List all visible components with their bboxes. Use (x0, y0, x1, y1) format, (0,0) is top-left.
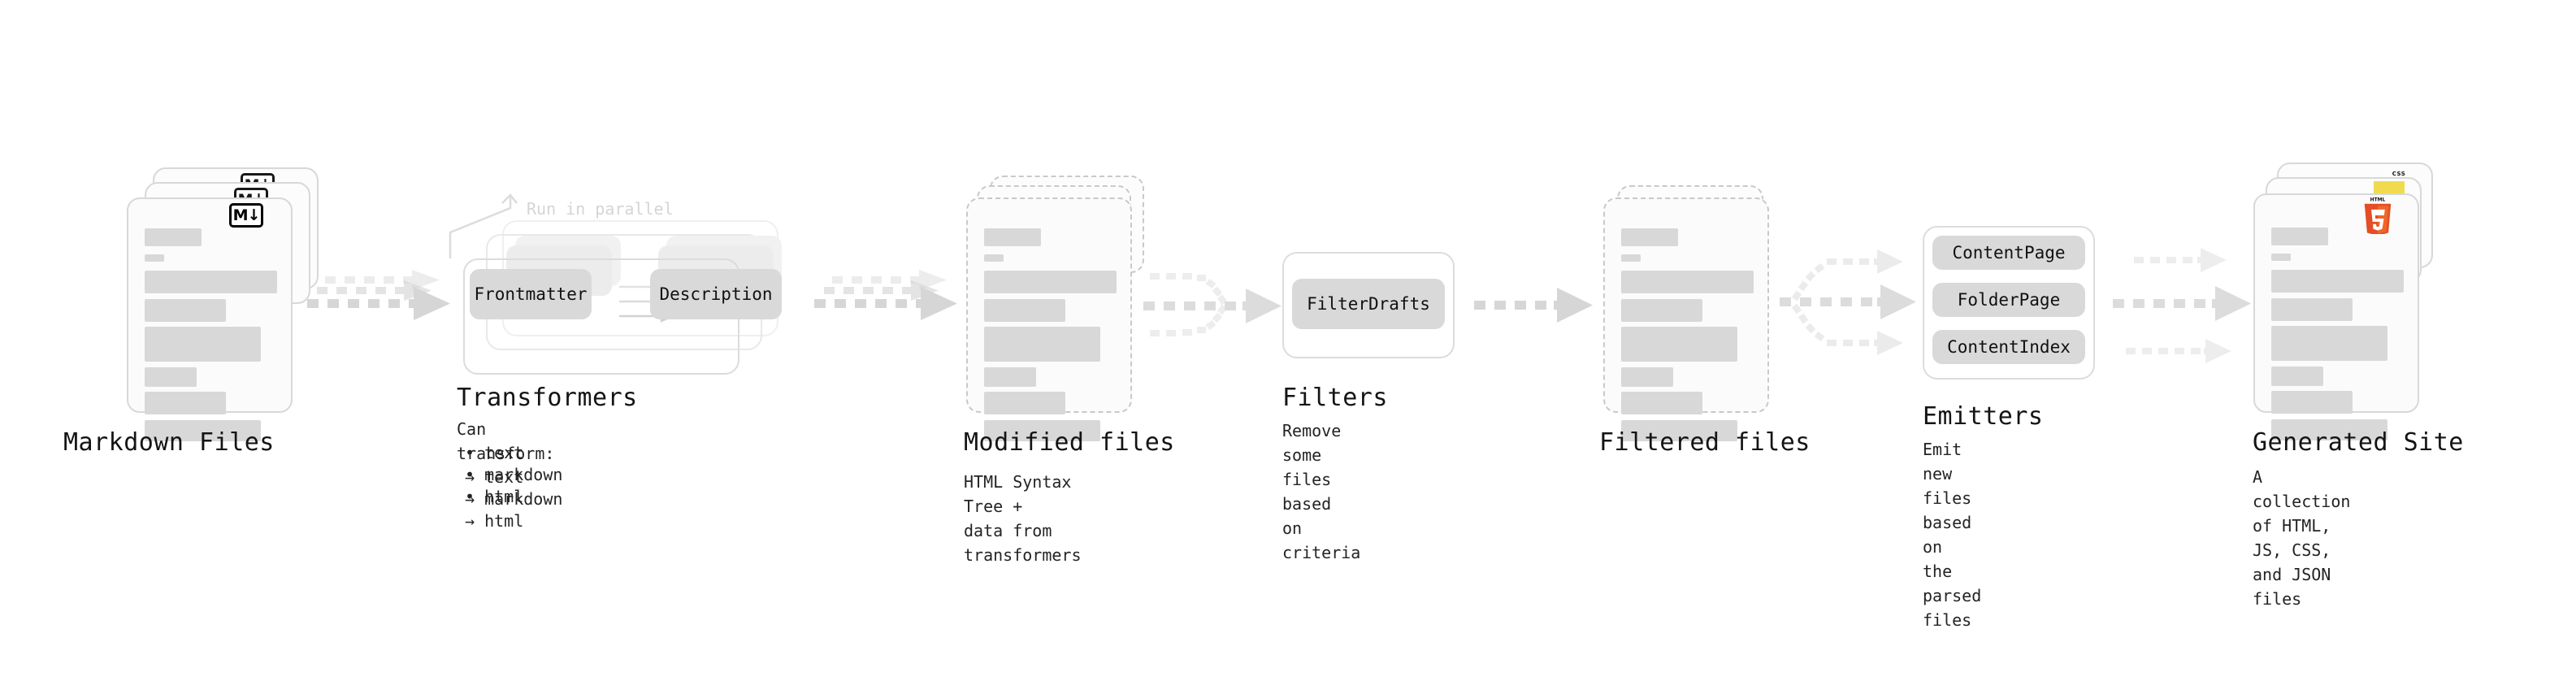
transformers-bullet-1: • text → text (465, 443, 524, 487)
doc-bar (984, 254, 1004, 262)
connector-transformers-to-modified (814, 270, 957, 320)
stage-label-generated-site: Generated Site (2253, 428, 2464, 457)
generated-site-sub: A collection of HTML, JS, CSS, and JSON … (2253, 467, 2351, 609)
filter-chip-filterdrafts[interactable]: FilterDrafts (1292, 279, 1445, 329)
doc-bar (145, 228, 202, 246)
doc-bar (2271, 367, 2323, 386)
doc-bar (1621, 392, 1702, 414)
transformer-chip-description[interactable]: Description (650, 269, 782, 319)
transformers-bullet-3-text: html → html (465, 487, 524, 531)
stage-label-emitters: Emitters (1923, 402, 2044, 431)
filtered-card-front (1603, 197, 1769, 441)
filters-sub: Remove some files based on criteria (1282, 421, 1361, 562)
doc-bar (1621, 254, 1641, 262)
doc-bar (1621, 420, 1737, 441)
transformers-bullet-1-text: text → text (465, 443, 524, 487)
run-in-parallel-label: Run in parallel (527, 199, 674, 219)
css-icon-label: CSS (2392, 171, 2406, 177)
doc-bar (984, 299, 1065, 322)
emitter-chip-folderpage[interactable]: FolderPage (1932, 283, 2085, 317)
markdown-icon: M↓ (229, 203, 263, 228)
doc-bar (2271, 391, 2353, 414)
doc-bar (1621, 271, 1754, 293)
transformers-sub-heading: Can transform: (457, 419, 555, 463)
emitters-sub: Emit new files based on the parsed files (1923, 440, 1982, 630)
doc-bar (1621, 299, 1702, 322)
doc-bar (145, 327, 261, 362)
doc-bar (2271, 419, 2387, 440)
connector-filters-to-filtered (1474, 288, 1593, 323)
doc-bar (984, 228, 1041, 246)
modified-files-sub: HTML Syntax Tree + data from transformer… (964, 472, 1082, 565)
connector-filtered-to-emitters (1780, 249, 1916, 355)
doc-bar (984, 271, 1117, 293)
markdown-card-front (127, 197, 293, 441)
doc-bar (2271, 270, 2404, 293)
doc-bar (984, 392, 1065, 414)
modified-card-front (966, 197, 1132, 441)
transformers-bullet-3: • html → html (465, 487, 524, 531)
connector-markdown-to-transformers (307, 270, 450, 320)
connector-modified-to-filters (1143, 273, 1281, 336)
svg-text:HTML: HTML (2370, 197, 2386, 203)
doc-bar (145, 271, 277, 293)
doc-bar (1621, 228, 1678, 246)
doc-bar (145, 299, 226, 322)
doc-bar (1621, 327, 1737, 362)
doc-bar (145, 367, 197, 387)
doc-bar (145, 254, 164, 262)
stage-label-filters: Filters (1282, 384, 1388, 412)
stage-label-modified-files: Modified files (964, 428, 1175, 457)
transformers-bullet-2-text: markdown → markdown (465, 465, 563, 509)
doc-bar (984, 367, 1036, 387)
stage-label-filtered-files: Filtered files (1599, 428, 1811, 457)
stage-label-transformers: Transformers (457, 384, 638, 412)
emitter-chip-contentpage[interactable]: ContentPage (1932, 236, 2085, 270)
transformer-chip-frontmatter[interactable]: Frontmatter (470, 269, 592, 319)
emitter-chip-contentindex[interactable]: ContentIndex (1932, 330, 2085, 364)
doc-bar (2271, 254, 2291, 261)
html5-icon: HTML (2364, 197, 2392, 234)
doc-bar (2271, 326, 2387, 361)
doc-bar (1621, 367, 1673, 387)
stage-label-markdown-files: Markdown Files (63, 428, 275, 457)
doc-bar (145, 420, 261, 441)
doc-bar (2271, 298, 2353, 321)
doc-bar (2271, 228, 2328, 245)
doc-bar (984, 420, 1100, 441)
doc-bar (984, 327, 1100, 362)
doc-bar (145, 392, 226, 414)
transformers-bullet-2: • markdown → markdown (465, 465, 563, 509)
site-card-front (2253, 193, 2419, 440)
connector-emitters-to-site (2113, 248, 2251, 363)
